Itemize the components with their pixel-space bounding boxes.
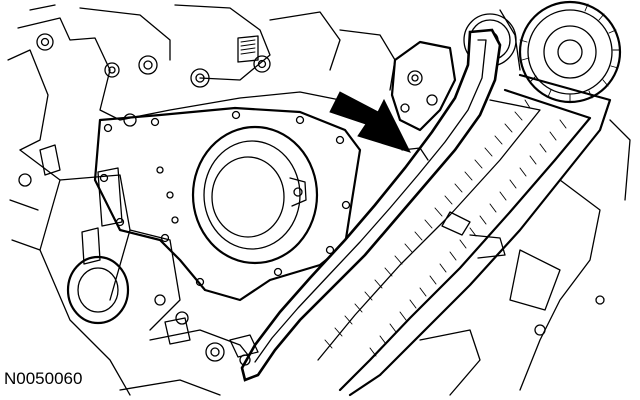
crankshaft-seal-bore [191, 125, 319, 265]
callout-arrow-icon [329, 91, 411, 153]
spring-detail [237, 35, 259, 63]
block-ribs [39, 144, 123, 265]
timing-chain-guide [240, 28, 502, 382]
block-bolts [18, 33, 271, 362]
figure-reference-code: N0050060 [4, 369, 83, 388]
tensioner-bracket [390, 40, 457, 132]
lower-right-casting [419, 119, 631, 396]
lower-bore [66, 255, 130, 325]
timing-chain [317, 73, 612, 397]
front-cover-plate [93, 106, 362, 302]
guide-bolts [164, 317, 259, 366]
